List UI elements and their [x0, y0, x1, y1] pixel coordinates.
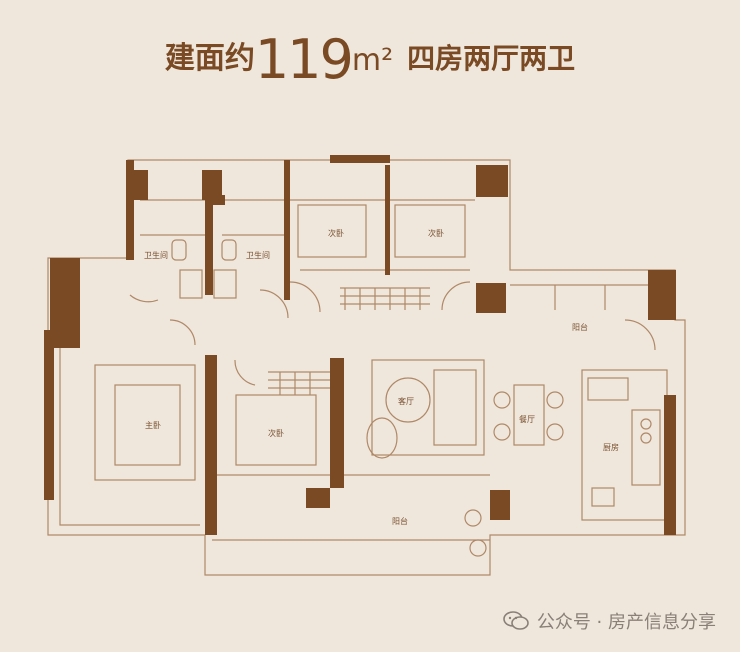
master-bed [114, 384, 181, 466]
terrace-lines [212, 474, 490, 541]
wall-r [330, 155, 390, 163]
wall-k [205, 355, 217, 535]
sofa [433, 369, 477, 446]
wall-l [330, 358, 344, 488]
wall-c [202, 170, 222, 200]
fridge [587, 377, 629, 401]
armchair [366, 417, 398, 459]
toilet-2 [213, 269, 237, 299]
burner-1 [640, 418, 652, 430]
master-bed-frame [94, 364, 196, 481]
title-prefix: 建面约 [164, 41, 255, 76]
washer-2 [469, 539, 487, 557]
area-unit: m² [351, 43, 394, 78]
layout-description: 四房两厅两卫 [407, 42, 576, 75]
chair-3 [546, 391, 564, 409]
label-bedroom-mid: 次卧 [268, 428, 284, 438]
label-terrace: 阳台 [392, 516, 408, 526]
wall-o [490, 490, 510, 520]
thin-outlines [47, 159, 686, 576]
label-master: 主卧 [145, 420, 161, 430]
wechat-icon [503, 611, 529, 631]
label-bedroom-top2: 次卧 [428, 228, 444, 238]
kitchen-area [581, 369, 668, 521]
sink-1 [171, 239, 187, 261]
chair-1 [493, 391, 511, 409]
watermark: 公众号 · 房产信息分享 [503, 608, 716, 634]
chair-2 [493, 423, 511, 441]
bed-top1 [297, 204, 367, 258]
washer-1 [464, 509, 482, 527]
label-living: 客厅 [398, 396, 414, 406]
door-swings [129, 281, 656, 386]
label-bath1: 卫生间 [144, 250, 168, 260]
label-balcony-right: 阳台 [572, 322, 588, 332]
plan-title: 建面约119m² 四房两厅两卫 [0, 28, 740, 91]
bed-top2 [394, 204, 466, 258]
wall-n [664, 395, 676, 535]
wall-g [476, 165, 508, 197]
wall-f [385, 165, 390, 275]
wall-e [284, 160, 290, 300]
label-bedroom-top1: 次卧 [328, 228, 344, 238]
wall-m [306, 488, 330, 508]
wall-a [126, 160, 134, 260]
top-bedroom-walls [290, 199, 475, 271]
label-dining: 餐厅 [519, 415, 535, 424]
sink-2 [221, 239, 237, 261]
balcony-cabinets [510, 284, 655, 310]
left-window-line [59, 272, 200, 526]
wall-i [50, 258, 80, 348]
coffee-table [385, 377, 431, 423]
counter [631, 409, 661, 486]
toilet-1 [179, 269, 203, 299]
mid-bed [235, 394, 317, 466]
dining-table [513, 384, 545, 446]
wall-d [205, 200, 213, 295]
wall-b [126, 170, 148, 200]
burner-2 [640, 432, 652, 444]
label-bath2: 卫生间 [246, 250, 270, 260]
label-kitchen: 厨房 [603, 442, 619, 452]
living-area [371, 359, 485, 456]
kitchen-sink [591, 487, 615, 507]
wall-q [205, 195, 225, 205]
wall-h [476, 283, 506, 313]
bath-shelves [140, 199, 290, 236]
room-labels: 卫生间 卫生间 次卧 次卧 阳台 主卧 次卧 客厅 餐厅 厨房 阳台 [144, 228, 619, 526]
watermark-text: 公众号 · 房产信息分享 [536, 612, 716, 633]
wall-p [44, 330, 54, 500]
thick-walls [44, 155, 676, 535]
stair-steps-top [340, 287, 430, 310]
area-number: 119 [254, 28, 354, 91]
chair-4 [546, 423, 564, 441]
stair-steps-mid [268, 371, 330, 395]
wall-j [648, 270, 676, 320]
